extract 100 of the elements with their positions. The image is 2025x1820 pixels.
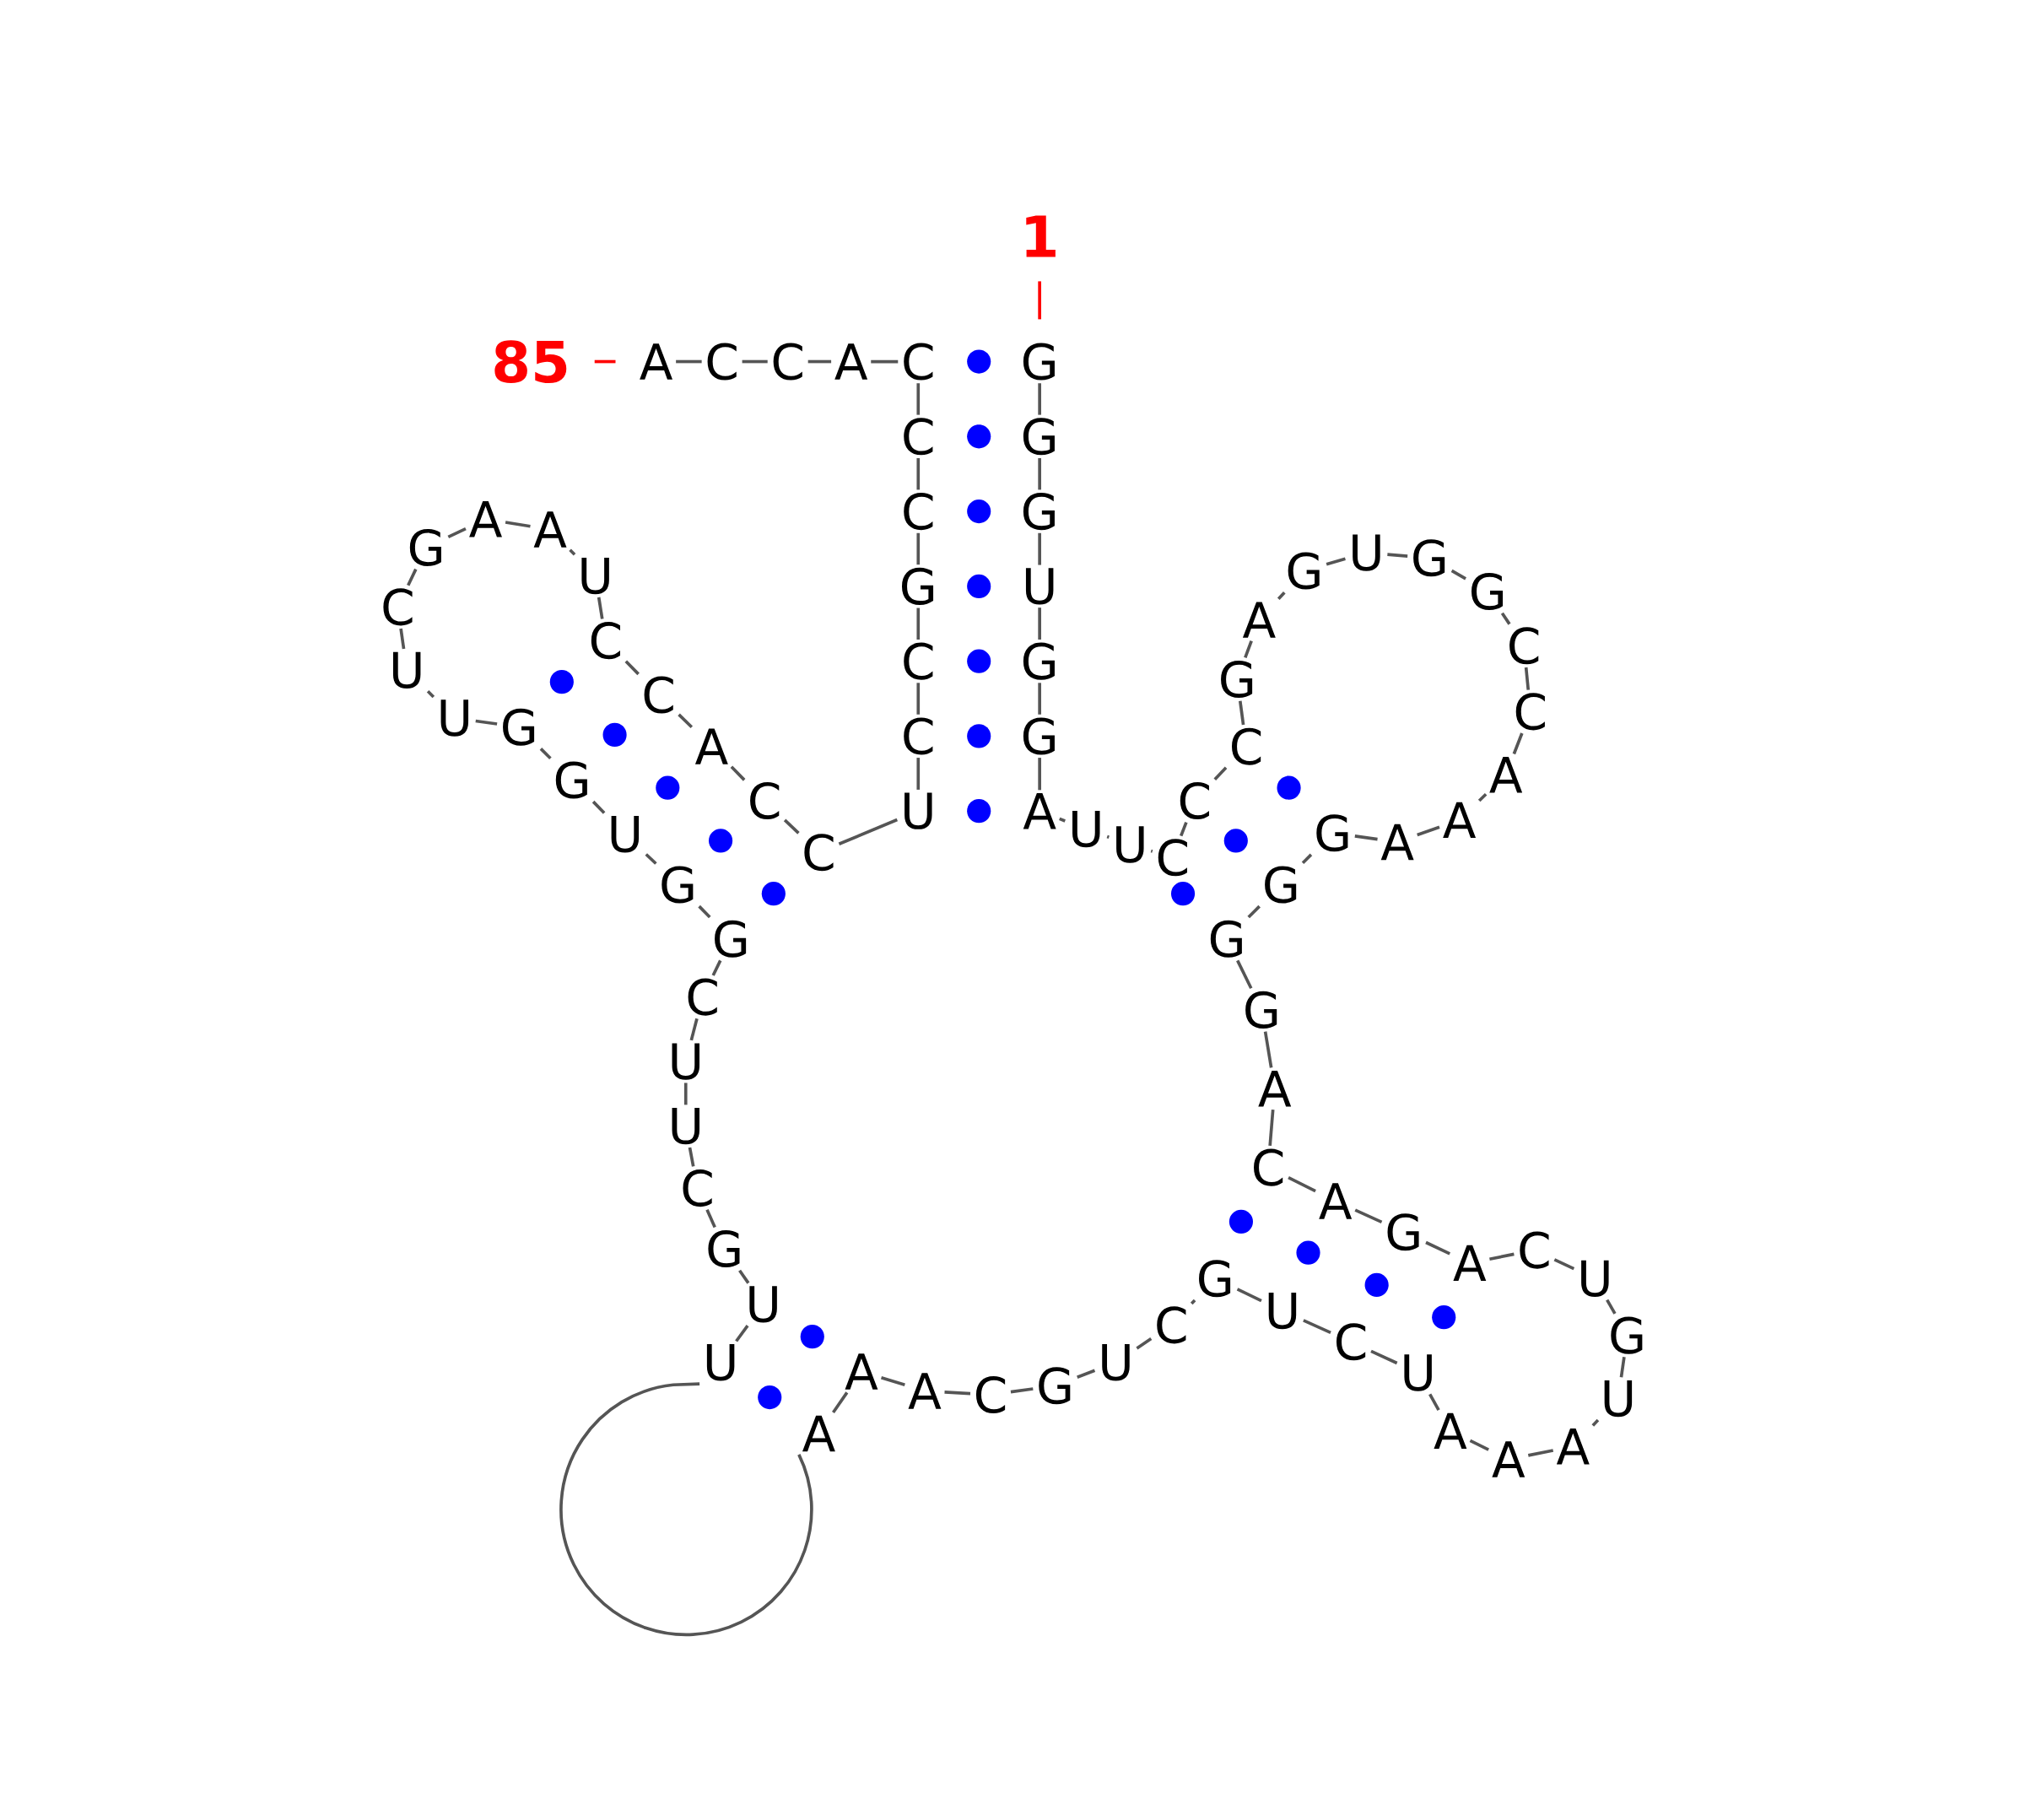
nucleotide-letter: U [706,1344,735,1381]
backbone-line [569,548,576,556]
nucleotide-letter: U [392,651,421,689]
backbone-line [1236,959,1253,990]
nucleotide-letter: C [904,642,933,680]
backbone-line [1301,853,1313,865]
backbone-line [1136,1337,1153,1350]
nucleotide-letter: C [904,418,933,456]
backbone-line [880,1376,905,1387]
nucleotide-letter: U [1604,1380,1633,1418]
backbone-line [1010,1387,1034,1394]
backbone-line [1354,1208,1383,1224]
nucleotide-letter: A [694,728,728,765]
nucleotide-letter: C [1254,1148,1283,1186]
backbone-line [1150,850,1153,853]
nucleotide-letter: G [708,1230,740,1268]
backbone-line [916,758,921,791]
backbone-line [407,569,418,586]
nucleotide-letter: U [749,1286,777,1323]
nucleotide-letter: C [688,978,717,1016]
backbone-line [916,458,921,490]
backbone-line [505,521,531,528]
backbone-line [678,713,694,729]
nucleotide-letter: A [1319,1183,1353,1219]
nucleotide-letter: A [1023,793,1056,829]
backbone-line [711,959,722,976]
nucleotide-letter: C [1157,1306,1186,1344]
nucleotide-letter: G [1316,814,1348,852]
backbone-line [399,628,406,650]
nucleotide-letter: U [440,699,469,737]
backbone-line [1500,612,1511,625]
backbone-line [807,359,832,364]
nucleotide-letter: G [1611,1316,1643,1354]
nucleotide-letter: U [1404,1354,1432,1391]
nucleotide-letter: U [1102,1344,1130,1381]
nucleotide-letter: C [1336,1323,1366,1361]
nucleotide-letter: C [750,782,780,820]
nucleotide-letter: U [904,792,932,830]
nucleotide-letter: G [1221,661,1253,699]
nucleotide-letter: G [1199,1260,1231,1298]
backbone-line [1303,1319,1331,1335]
backbone-line [705,1209,716,1229]
backbone-line [1477,793,1488,802]
backbone-line [1428,1393,1440,1412]
nucleotide-letter: G [1023,493,1055,531]
backbone-line [676,359,702,364]
backbone-line [1213,766,1228,781]
backbone-line [944,1391,971,1396]
backbone-line [1038,683,1041,715]
nucleotide-letter: C [683,1169,712,1207]
backbone-line [645,853,657,866]
backbone-line [1591,1418,1600,1427]
backbone-line [735,1325,749,1342]
leader-line [594,359,616,364]
nucleotide-letter: G [1265,866,1297,904]
position-number: 85 [494,340,567,384]
nucleotide-letter: U [1025,568,1054,605]
backbone-line [1077,1369,1096,1380]
backbone-line [1469,1439,1489,1451]
nucleotide-letter: A [469,501,502,537]
nucleotide-letter: A [1434,1412,1467,1450]
backbone-line [916,608,921,640]
nucleotide-letter: G [1023,343,1055,381]
nucleotide-letter: G [1288,552,1320,590]
nucleotide-letter: U [1072,811,1100,848]
backbone-line [1244,640,1253,659]
nucleotide-letter: A [1380,824,1414,861]
nucleotide-letter: G [555,761,587,799]
backbone-line [683,1083,688,1105]
nucleotide-letter: A [908,1373,942,1409]
backbone-line [1527,1449,1554,1457]
backbone-line [1180,822,1188,837]
leader-line [1038,281,1041,320]
backbone-loop-line [559,1382,813,1637]
backbone-line [1553,1258,1575,1271]
nucleotide-letter: A [1556,1428,1590,1465]
backbone-line [426,690,435,699]
backbone-line [1606,1299,1617,1315]
backbone-line [1425,1241,1451,1256]
nucleotide-letter: A [802,1415,835,1452]
backbone-line [1247,905,1261,919]
nucleotide-letter: G [1245,991,1277,1029]
backbone-line [1238,700,1245,726]
backbone-line [832,1391,849,1414]
backbone-line [1106,834,1110,840]
nucleotide-letter: G [1210,920,1242,958]
nucleotide-letter: C [707,343,737,381]
backbone-line [624,660,640,676]
nucleotide-letter: U [611,816,640,853]
backbone-line [1370,1349,1398,1365]
backbone-line [1489,1252,1515,1261]
backbone-line [1619,1357,1626,1378]
backbone-line [1288,1176,1316,1193]
nucleotide-letter: G [715,920,747,958]
nucleotide-letter: C [1232,727,1261,765]
backbone-line [916,383,921,415]
backbone-line [1236,1288,1262,1303]
nucleotide-letter: A [1242,602,1276,639]
backbone-line [1450,569,1466,581]
backbone-line [1268,1110,1275,1147]
